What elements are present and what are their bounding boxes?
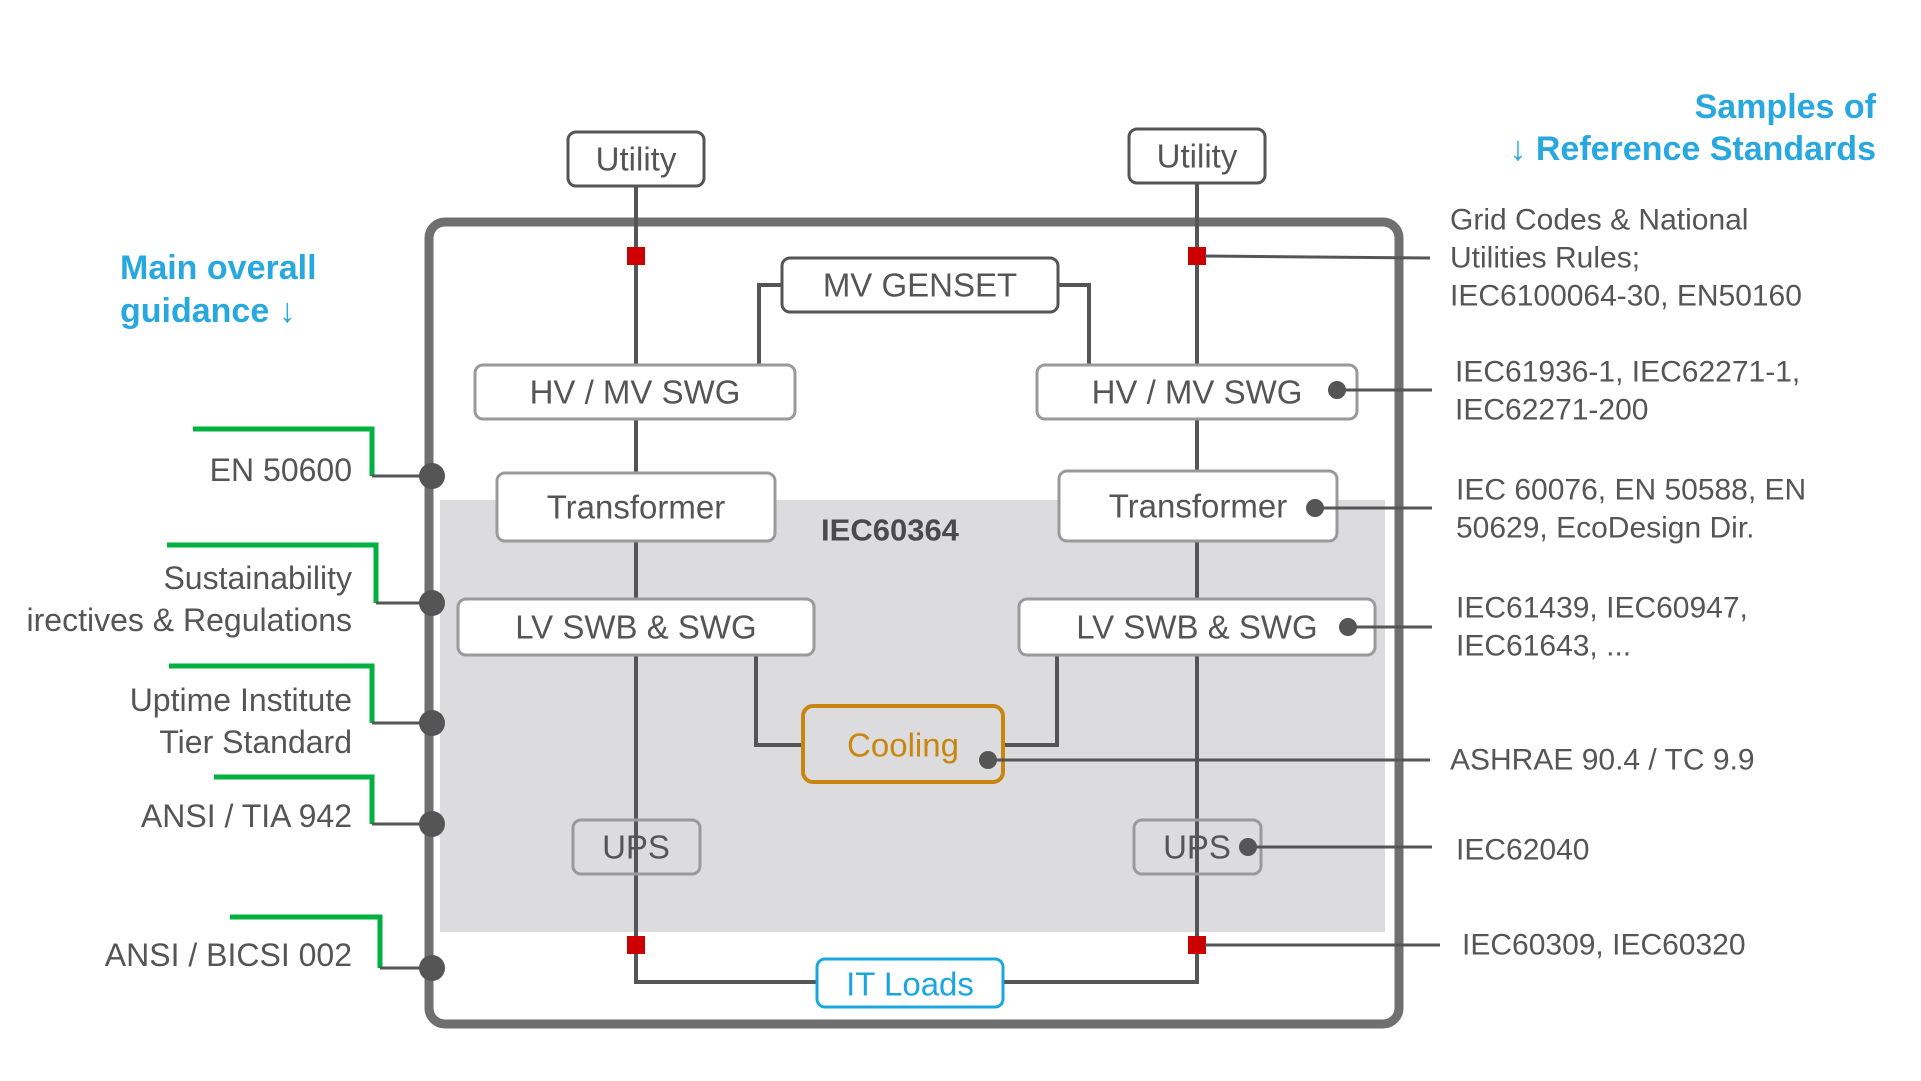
standard-label: Utilities Rules; <box>1450 242 1640 275</box>
guidance-bracket <box>193 426 375 476</box>
standard-label: IEC 60076, EN 50588, EN <box>1456 474 1806 507</box>
heading-line: Main overall <box>120 249 317 287</box>
node-label: LV SWB & SWG <box>515 609 756 646</box>
iec60364-label: IEC60364 <box>821 513 960 548</box>
standard-dot <box>1306 499 1324 517</box>
node-label: HV / MV SWG <box>530 374 741 411</box>
node-cooling: Cooling <box>801 704 1005 784</box>
standard-dot <box>1328 381 1346 399</box>
standard-label: Grid Codes & National <box>1450 204 1748 237</box>
standard-item: IEC62040 <box>1239 834 1589 867</box>
node-transformer-right: Transformer <box>1057 469 1339 543</box>
breaker-marker <box>1188 936 1206 954</box>
node-label: UPS <box>1163 829 1231 866</box>
node-label: Utility <box>1157 138 1238 175</box>
node-label: Utility <box>596 141 677 178</box>
node-label: HV / MV SWG <box>1092 374 1303 411</box>
node-hvmv-right: HV / MV SWG <box>1035 363 1359 421</box>
guidance-bracket <box>169 663 375 723</box>
guidance-dot <box>419 590 445 616</box>
guidance-bracket <box>230 914 383 968</box>
standard-connector <box>1204 254 1431 260</box>
node-label: Transformer <box>1109 488 1287 525</box>
standard-dot <box>1239 838 1257 856</box>
guidance-label: Uptime Institute <box>130 682 352 718</box>
node-utility-right: Utility <box>1127 127 1267 185</box>
standard-label: IEC62040 <box>1456 834 1589 867</box>
reference-standards-heading: Samples of ↓ Reference Standards <box>1509 88 1876 168</box>
standard-item: IEC61439, IEC60947, IEC61643, ... <box>1339 592 1748 663</box>
standard-label: 50629, EcoDesign Dir. <box>1456 512 1755 545</box>
guidance-label: EN 50600 <box>210 452 352 488</box>
standard-item: ASHRAE 90.4 / TC 9.9 <box>979 744 1755 777</box>
guidance-label: Sustainability <box>163 560 352 596</box>
heading-line: ↓ Reference Standards <box>1509 130 1876 168</box>
guidance-dot <box>419 710 445 736</box>
node-label: UPS <box>602 829 670 866</box>
heading-line: guidance ↓ <box>120 292 296 330</box>
standard-dot <box>979 751 997 769</box>
guidance-label: ANSI / BICSI 002 <box>105 937 352 973</box>
guidance-item: EN 50600 <box>193 426 445 489</box>
node-label: Transformer <box>547 489 725 526</box>
heading-line: Samples of <box>1695 88 1877 126</box>
standard-item: IEC61936-1, IEC62271-1, IEC62271-200 <box>1328 356 1800 427</box>
standard-dot <box>1339 618 1357 636</box>
guidance-dot <box>419 463 445 489</box>
node-label: MV GENSET <box>823 267 1017 304</box>
standard-item: IEC60309, IEC60320 <box>1205 929 1746 962</box>
main-guidance-heading: Main overall guidance ↓ <box>120 249 317 330</box>
standard-label: IEC61439, IEC60947, <box>1456 592 1748 625</box>
node-ups-left: UPS <box>571 818 702 876</box>
standard-label: IEC62271-200 <box>1455 394 1648 427</box>
standard-label: IEC61643, ... <box>1456 630 1631 663</box>
guidance-dot <box>419 811 445 837</box>
guidance-label: irectives & Regulations <box>27 602 352 638</box>
standard-label: IEC61936-1, IEC62271-1, <box>1455 356 1800 389</box>
node-lvswb-right: LV SWB & SWG <box>1017 597 1377 657</box>
breaker-marker <box>1188 247 1206 265</box>
node-label: IT Loads <box>846 966 974 1003</box>
standard-label: IEC6100064-30, EN50160 <box>1450 280 1802 313</box>
node-utility-left: Utility <box>566 130 706 188</box>
guidance-dot <box>419 955 445 981</box>
node-label: LV SWB & SWG <box>1076 609 1317 646</box>
guidance-bracket <box>167 542 379 603</box>
guidance-item: ANSI / TIA 942 <box>141 774 445 837</box>
node-mv-genset: MV GENSET <box>780 256 1060 314</box>
standard-label: IEC60309, IEC60320 <box>1462 929 1746 962</box>
node-lvswb-left: LV SWB & SWG <box>456 597 816 657</box>
guidance-item: Sustainability irectives & Regulations <box>27 542 445 638</box>
node-hvmv-left: HV / MV SWG <box>473 363 797 421</box>
breakers <box>627 247 1206 954</box>
standard-label: ASHRAE 90.4 / TC 9.9 <box>1450 744 1755 777</box>
node-it-loads: IT Loads <box>815 957 1005 1009</box>
node-label: Cooling <box>847 727 959 764</box>
iec60364-zone <box>440 500 1385 932</box>
guidance-item: ANSI / BICSI 002 <box>105 914 445 981</box>
standard-item: IEC 60076, EN 50588, EN 50629, EcoDesign … <box>1306 474 1806 545</box>
breaker-marker <box>627 247 645 265</box>
datacenter-frame <box>424 217 1404 1029</box>
guidance-label: Tier Standard <box>159 724 352 760</box>
guidance-bracket <box>214 774 375 824</box>
guidance-label: ANSI / TIA 942 <box>141 798 352 834</box>
node-transformer-left: Transformer <box>495 471 777 543</box>
breaker-marker <box>627 936 645 954</box>
